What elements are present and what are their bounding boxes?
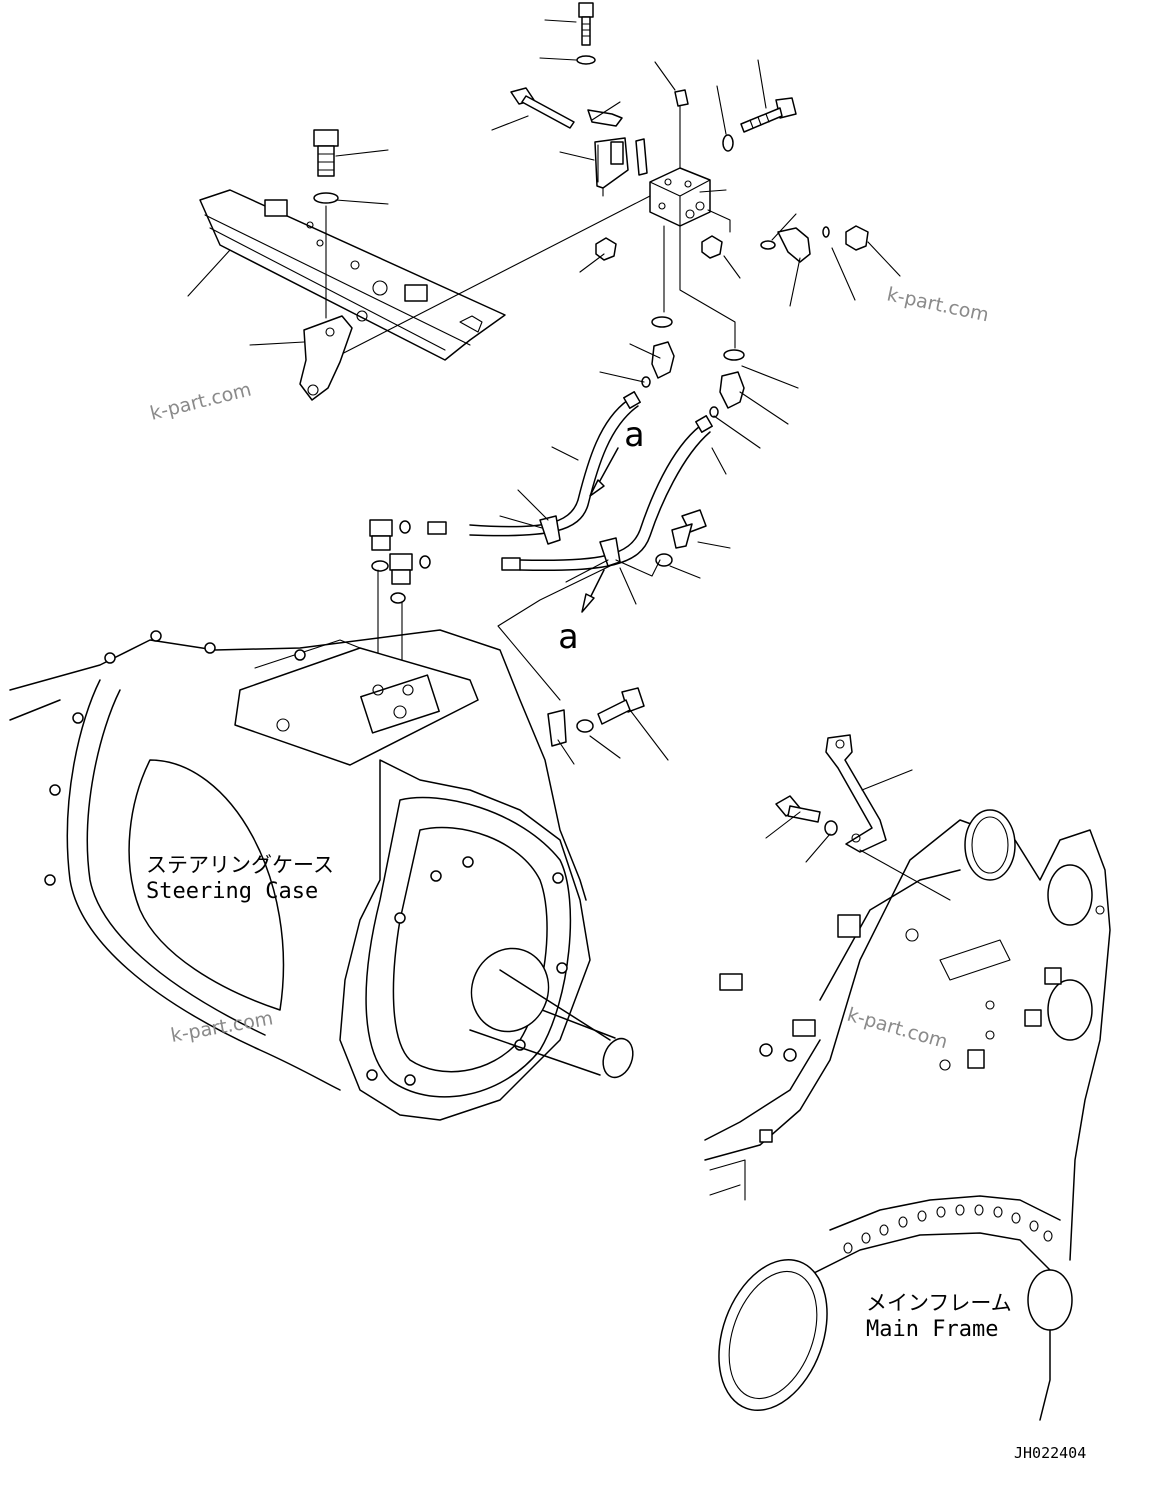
adapter-upper-center [651,341,675,379]
long-bolt-left [510,87,575,129]
plug-top [674,89,689,107]
main-frame [704,734,1111,1421]
washer-right [722,134,734,152]
adapter-upper-right [719,371,745,409]
upper-frame-rail [199,129,506,401]
case-fittings [369,519,431,701]
case-clamp-washer [576,719,594,733]
o-ring-center [651,316,673,328]
top-bolt [578,2,594,46]
o-ring-right [760,240,776,250]
o-ring-hose-2 [709,406,719,418]
elbow-fitting-right [777,227,811,263]
manifold-block [649,167,731,233]
case-clamp [547,709,567,747]
hose-clamp-2 [599,537,621,567]
marker-a-upper: a [624,415,644,455]
drawing-code: JH022404 [1014,1444,1086,1462]
hose-2 [519,425,701,562]
hose-1 [469,399,629,528]
leader-lines [187,19,913,863]
frame-holes [843,1204,1053,1254]
hose-clamp-bolt [671,509,707,549]
steering-case-label-en: Steering Case [146,879,318,904]
marker-a-lower: a [558,617,578,657]
frame-lower-arm [799,1195,1061,1281]
watermark-2: k-part.com [148,378,254,424]
watermark-1: k-part.com [885,283,991,326]
spring-pin [635,138,648,176]
frame-pivot-ring [718,1258,828,1412]
bracket-right [825,734,887,853]
main-frame-label-en: Main Frame [866,1317,998,1342]
long-bolt-right [740,97,797,133]
valve-assembly [329,2,869,361]
bracket-right-bolt [775,795,821,823]
plug-center [701,235,723,259]
solenoid-valve [587,109,629,197]
bracket-right-washer [824,820,838,836]
o-ring-right-2 [723,349,745,361]
washer-top [576,55,596,65]
watermark-4: k-part.com [845,1004,951,1054]
frame-bolt [313,129,339,177]
hoses [369,341,745,701]
main-frame-label-jp: メインフレーム [866,1291,1012,1315]
plug-left [595,237,617,261]
hose-clamp-washer [655,553,673,567]
valve-plate [234,647,479,766]
nut-right [845,225,869,251]
steering-case [9,629,645,1121]
steering-case-label-jp: ステアリングケース [146,853,334,877]
bracket-upper [299,315,353,401]
hose-clamp-1 [539,515,561,545]
frame-washer [313,192,339,204]
o-ring-small [822,226,830,238]
